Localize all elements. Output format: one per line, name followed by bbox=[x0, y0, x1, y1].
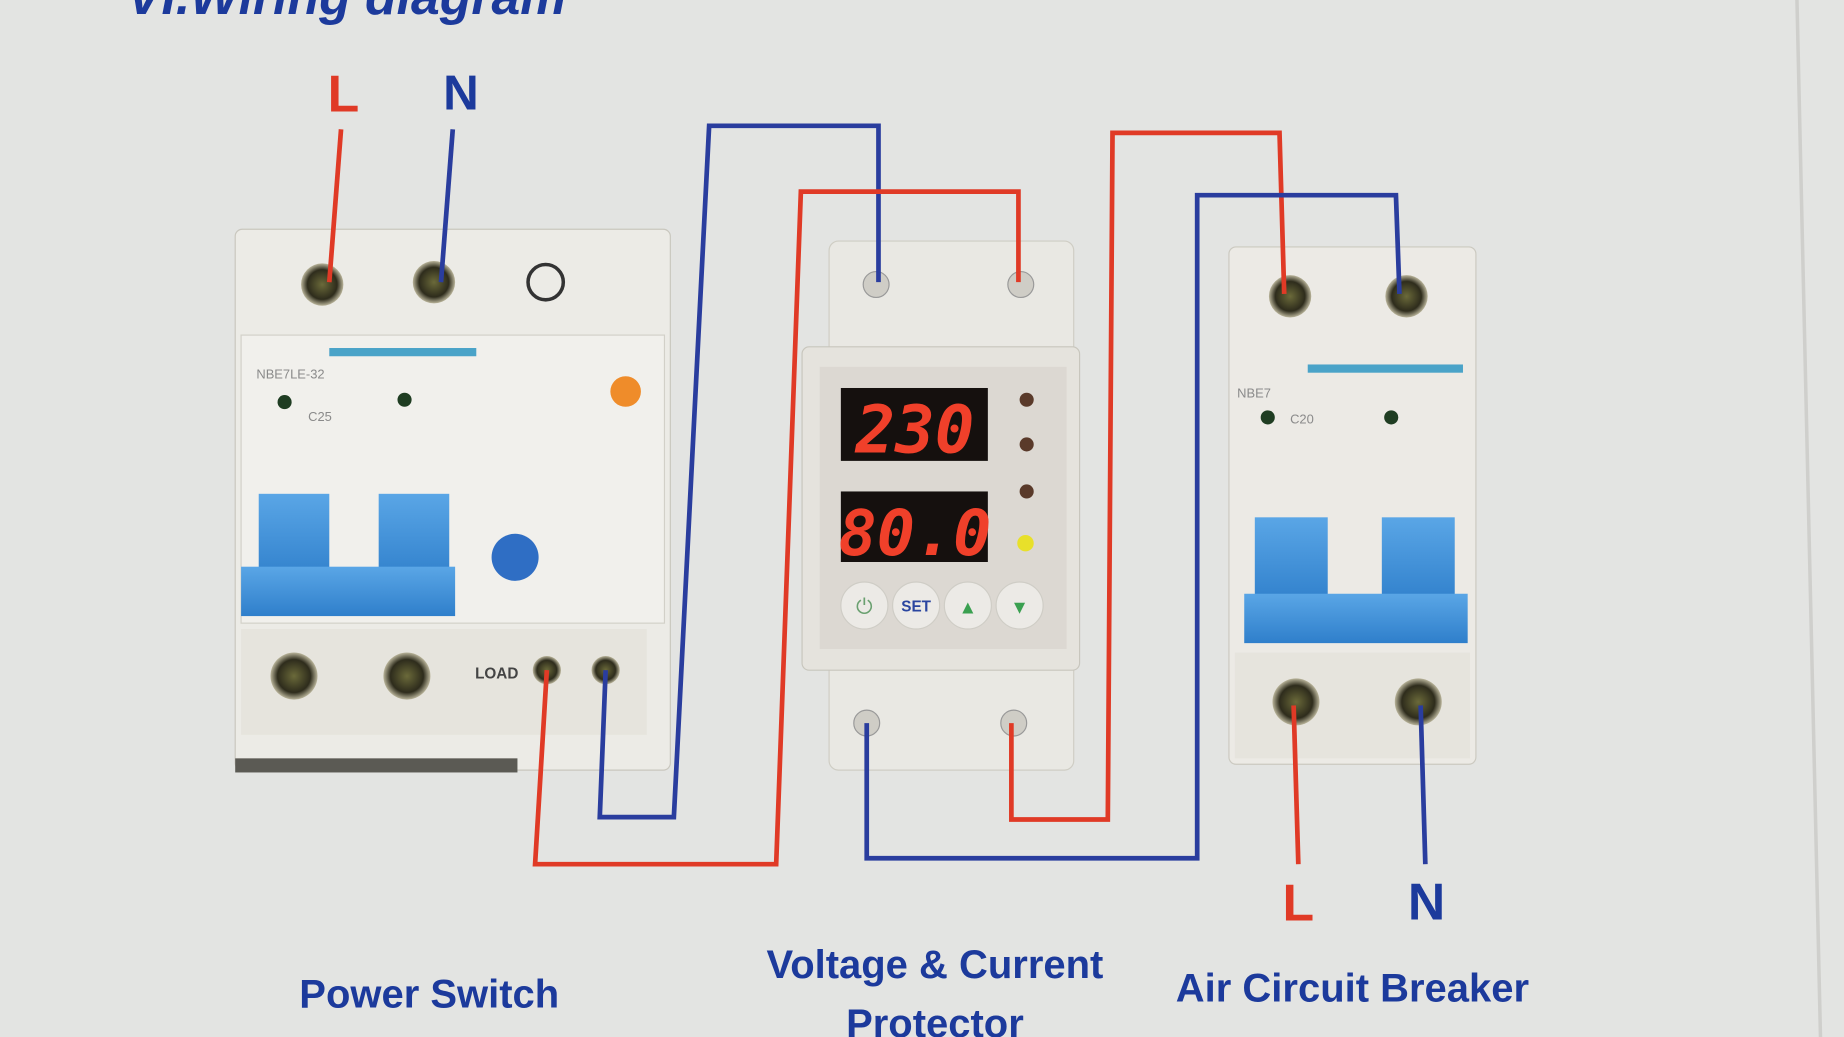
input-neutral-wire bbox=[438, 129, 456, 283]
svg-text:NBE7: NBE7 bbox=[1237, 385, 1271, 400]
set-button[interactable] bbox=[892, 581, 941, 630]
power-switch-caption: Power Switch bbox=[299, 973, 559, 1017]
svg-text:LOAD: LOAD bbox=[475, 665, 518, 682]
input-live-label: L bbox=[328, 65, 360, 123]
down-arrow-icon: ▼ bbox=[1010, 597, 1029, 618]
neutral-wire-protector-to-breaker bbox=[864, 192, 1402, 861]
up-arrow-icon: ▲ bbox=[959, 597, 978, 618]
air-circuit-breaker-caption: Air Circuit Breaker bbox=[1176, 967, 1529, 1011]
output-live-label: L bbox=[1283, 874, 1315, 932]
voltage-current-protector-device: 230 80.0 ⏻ SET ▲ ▼ bbox=[801, 240, 1081, 771]
voltage-display: 230 bbox=[854, 392, 974, 469]
protector-caption-line2: Protector bbox=[846, 1002, 1024, 1037]
current-display: 80.0 bbox=[838, 496, 991, 570]
live-wire-switch-to-protector bbox=[532, 189, 1021, 867]
air-circuit-breaker-device: NBE7 C20 bbox=[1228, 246, 1477, 765]
up-button[interactable] bbox=[943, 581, 992, 630]
svg-text:C25: C25 bbox=[308, 409, 332, 424]
svg-text:NBE7LE-32: NBE7LE-32 bbox=[256, 367, 324, 382]
input-neutral-label: N bbox=[443, 65, 479, 120]
live-wire-protector-to-breaker bbox=[1009, 130, 1287, 822]
power-switch-device: NBE7LE-32 C25 LOAD bbox=[234, 228, 671, 773]
svg-text:SET: SET bbox=[901, 598, 931, 615]
diagram-title: VI.Wiring diagram bbox=[127, 0, 566, 25]
protector-caption-line1: Voltage & Current bbox=[767, 943, 1104, 987]
svg-text:C20: C20 bbox=[1290, 411, 1314, 426]
output-live-wire bbox=[1291, 705, 1301, 865]
neutral-wire-switch-to-protector bbox=[597, 123, 881, 820]
output-neutral-wire bbox=[1418, 705, 1428, 865]
down-button[interactable] bbox=[995, 581, 1044, 630]
power-icon: ⏻ bbox=[856, 596, 873, 619]
output-neutral-label: N bbox=[1408, 872, 1445, 930]
input-live-wire bbox=[326, 129, 344, 283]
power-button[interactable] bbox=[840, 581, 889, 630]
